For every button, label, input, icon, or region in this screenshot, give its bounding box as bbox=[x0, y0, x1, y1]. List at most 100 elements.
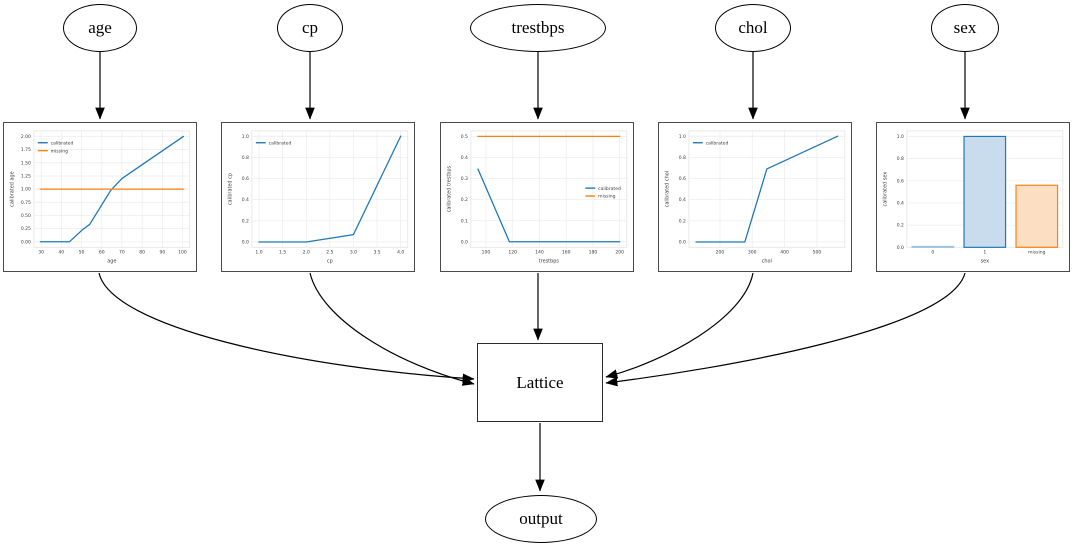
svg-text:0.6: 0.6 bbox=[897, 178, 904, 184]
svg-text:0.5: 0.5 bbox=[461, 134, 468, 140]
svg-text:calibrated trestbps: calibrated trestbps bbox=[447, 165, 453, 212]
svg-text:1.00: 1.00 bbox=[21, 187, 31, 193]
svg-text:0.2: 0.2 bbox=[461, 197, 468, 203]
svg-text:0.4: 0.4 bbox=[679, 197, 686, 203]
calibrator-chart-chol: 200 300 400 500 0.0 0.2 0.4 0.6 0.8 1.0 chol calibr… bbox=[658, 122, 852, 272]
svg-text:0.8: 0.8 bbox=[897, 156, 904, 162]
svg-text:0.2: 0.2 bbox=[897, 223, 904, 229]
svg-text:70: 70 bbox=[119, 250, 125, 256]
svg-text:chol: chol bbox=[762, 259, 772, 265]
svg-text:1.0: 1.0 bbox=[242, 134, 249, 140]
input-node-sex-label: sex bbox=[953, 18, 977, 37]
svg-text:2.00: 2.00 bbox=[21, 134, 31, 140]
svg-text:180: 180 bbox=[589, 250, 598, 256]
svg-text:200: 200 bbox=[615, 250, 624, 256]
svg-text:2.5: 2.5 bbox=[326, 250, 333, 256]
svg-text:0.1: 0.1 bbox=[461, 218, 468, 224]
svg-text:120: 120 bbox=[508, 250, 517, 256]
svg-text:1.75: 1.75 bbox=[21, 147, 31, 153]
svg-text:1.0: 1.0 bbox=[255, 250, 262, 256]
svg-text:500: 500 bbox=[813, 250, 822, 256]
lattice-node: Lattice bbox=[477, 343, 603, 422]
svg-text:0.8: 0.8 bbox=[242, 155, 249, 161]
calibrator-chart-age: 30 40 50 60 70 80 90 100 0.00 0.25 0.50 0.75 1.00 1.2… bbox=[3, 122, 197, 272]
lattice-node-label: Lattice bbox=[516, 372, 564, 392]
svg-text:40: 40 bbox=[58, 250, 64, 256]
input-node-trestbps-label: trestbps bbox=[511, 18, 565, 37]
svg-text:100: 100 bbox=[178, 250, 187, 256]
svg-text:age: age bbox=[107, 259, 116, 265]
svg-text:1.5: 1.5 bbox=[279, 250, 286, 256]
svg-text:0.0: 0.0 bbox=[461, 239, 468, 245]
input-node-cp-label: cp bbox=[301, 18, 319, 37]
svg-text:0.0: 0.0 bbox=[679, 240, 686, 246]
svg-text:calibrated cp: calibrated cp bbox=[228, 173, 234, 205]
svg-text:calibrated: calibrated bbox=[269, 140, 292, 146]
edge-sex-calibrator-to-lattice bbox=[605, 272, 966, 387]
edge-chol-calibrator-to-lattice bbox=[605, 272, 754, 379]
input-node-chol: chol bbox=[715, 4, 791, 52]
svg-text:0.8: 0.8 bbox=[679, 155, 686, 161]
input-node-chol-label: chol bbox=[738, 18, 768, 37]
svg-text:400: 400 bbox=[780, 250, 789, 256]
calibrator-chart-cp: 1.0 1.5 2.0 2.5 3.0 3.5 4.0 0.0 0.2 0.4 0.6 0.8 1.0 c… bbox=[221, 122, 415, 272]
svg-text:calibrated chol: calibrated chol bbox=[665, 171, 671, 207]
svg-text:calibrated: calibrated bbox=[51, 140, 74, 146]
svg-text:1: 1 bbox=[983, 250, 986, 256]
output-node-label: output bbox=[519, 509, 563, 528]
calibrator-chart-trestbps: 100 120 140 160 180 200 0.0 0.1 0.2 0.3 0.4 0.5 tres… bbox=[440, 122, 634, 272]
svg-text:missing: missing bbox=[51, 148, 68, 154]
edge-age-calibrator-to-lattice bbox=[98, 272, 475, 384]
svg-text:0.0: 0.0 bbox=[242, 240, 249, 246]
svg-text:90: 90 bbox=[159, 250, 165, 256]
svg-text:0.6: 0.6 bbox=[679, 176, 686, 182]
svg-text:60: 60 bbox=[99, 250, 105, 256]
svg-text:calibrated sex: calibrated sex bbox=[883, 172, 889, 207]
input-node-cp: cp bbox=[277, 4, 343, 52]
output-node: output bbox=[485, 495, 597, 543]
svg-text:1.25: 1.25 bbox=[21, 174, 31, 180]
svg-text:0.4: 0.4 bbox=[242, 197, 249, 203]
input-node-trestbps: trestbps bbox=[470, 4, 606, 52]
svg-text:300: 300 bbox=[748, 250, 757, 256]
input-node-sex: sex bbox=[931, 4, 999, 52]
svg-text:0.0: 0.0 bbox=[897, 245, 904, 251]
svg-text:cp: cp bbox=[327, 259, 333, 265]
svg-text:1.50: 1.50 bbox=[21, 160, 31, 166]
svg-text:0.50: 0.50 bbox=[21, 213, 31, 219]
input-node-age: age bbox=[63, 4, 137, 52]
edge-cp-calibrator-to-lattice bbox=[309, 272, 475, 386]
svg-text:4.0: 4.0 bbox=[397, 250, 404, 256]
svg-text:0.4: 0.4 bbox=[461, 155, 468, 161]
svg-text:0.00: 0.00 bbox=[21, 239, 31, 245]
svg-text:0.2: 0.2 bbox=[242, 218, 249, 224]
svg-text:140: 140 bbox=[535, 250, 544, 256]
svg-text:sex: sex bbox=[981, 259, 990, 265]
svg-text:200: 200 bbox=[716, 250, 725, 256]
svg-text:calibrated: calibrated bbox=[706, 140, 729, 146]
svg-text:2.0: 2.0 bbox=[303, 250, 310, 256]
svg-text:missing: missing bbox=[598, 194, 615, 200]
svg-text:missing: missing bbox=[1028, 250, 1045, 256]
svg-text:0: 0 bbox=[931, 250, 934, 256]
svg-text:80: 80 bbox=[139, 250, 145, 256]
svg-text:1.0: 1.0 bbox=[897, 134, 904, 140]
svg-text:0.2: 0.2 bbox=[679, 218, 686, 224]
svg-text:50: 50 bbox=[79, 250, 85, 256]
svg-text:160: 160 bbox=[562, 250, 571, 256]
svg-text:0.6: 0.6 bbox=[242, 176, 249, 182]
input-node-age-label: age bbox=[88, 18, 112, 37]
svg-text:0.25: 0.25 bbox=[21, 226, 31, 232]
svg-text:0.3: 0.3 bbox=[461, 176, 468, 182]
svg-text:3.5: 3.5 bbox=[374, 250, 381, 256]
svg-text:trestbps: trestbps bbox=[539, 259, 560, 265]
svg-text:calibrated: calibrated bbox=[598, 186, 621, 192]
svg-text:0.4: 0.4 bbox=[897, 200, 904, 206]
svg-text:0.75: 0.75 bbox=[21, 200, 31, 206]
svg-text:30: 30 bbox=[38, 250, 44, 256]
svg-text:3.0: 3.0 bbox=[350, 250, 357, 256]
svg-text:100: 100 bbox=[482, 250, 491, 256]
svg-text:1.0: 1.0 bbox=[679, 134, 686, 140]
